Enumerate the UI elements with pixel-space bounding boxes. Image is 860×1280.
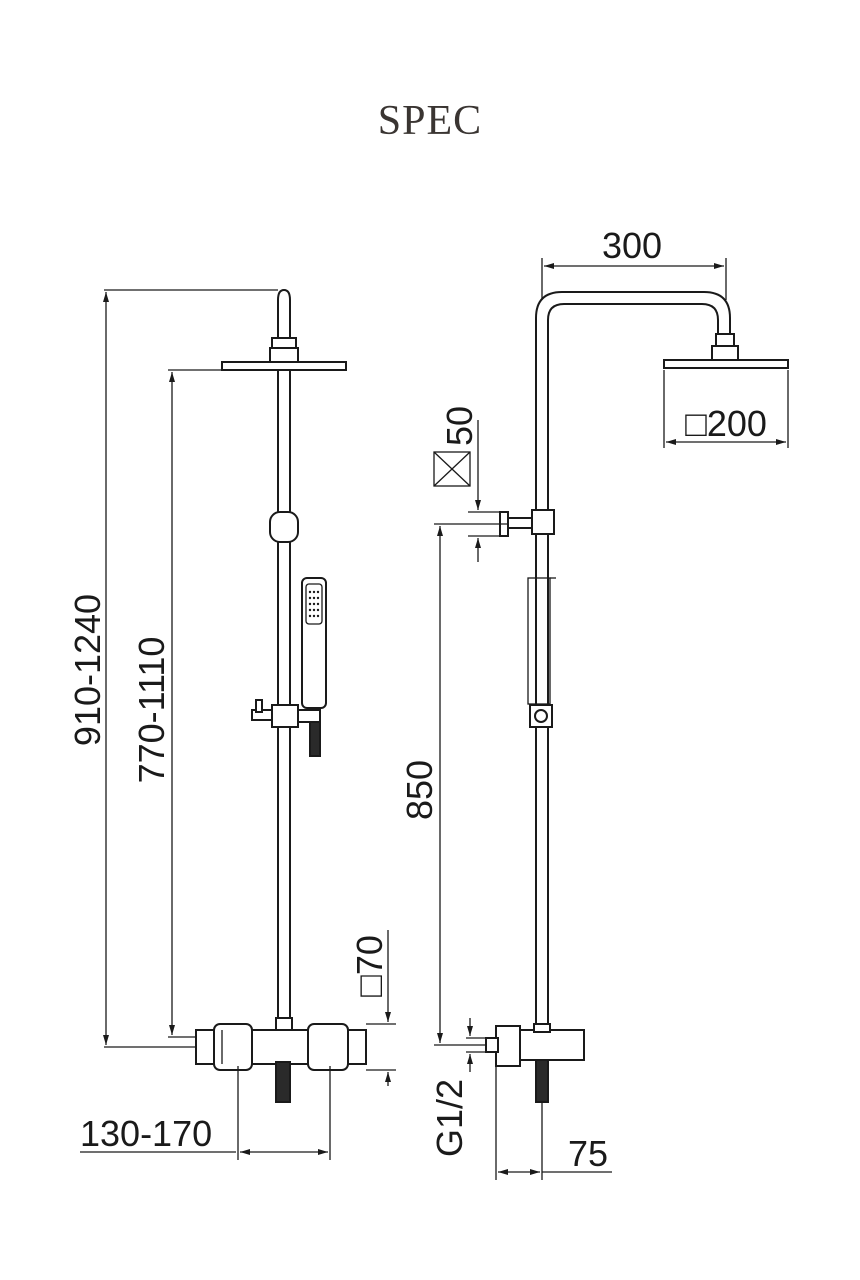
dim-wall-depth: 75 <box>568 1133 608 1174</box>
front-riser-pipe <box>277 288 291 345</box>
dim-inlet-thread: G1/2 <box>429 1079 470 1157</box>
side-mixer-body <box>519 1029 585 1061</box>
page-title: SPEC <box>378 98 482 144</box>
side-bracket-clamp <box>531 509 555 535</box>
front-slide-rail <box>277 369 291 1026</box>
dim-arm-reach: 300 <box>602 225 662 266</box>
dim-head-height: 770-1110 <box>131 637 172 784</box>
side-wall-inlet <box>485 1037 499 1053</box>
side-slide-rail <box>535 511 549 1028</box>
front-slider-pin <box>255 699 263 713</box>
side-riser-arm <box>535 291 731 1025</box>
front-mixer-left-knob <box>213 1023 253 1071</box>
side-head-connector <box>715 333 735 347</box>
front-spray-holes <box>308 590 320 618</box>
front-outlet <box>275 1061 291 1103</box>
side-head-nut <box>711 345 739 361</box>
front-hand-shower <box>301 577 327 709</box>
front-holder-arm <box>297 709 321 723</box>
dim-head-size: □200 <box>685 403 767 444</box>
front-rail-holder <box>269 511 299 543</box>
side-riser-foot <box>533 1023 551 1033</box>
side-riser-arm-inner <box>547 303 719 512</box>
dim-bracket-height: 850 <box>399 760 440 820</box>
bracket-square-symbol <box>433 451 471 487</box>
front-mixer-right-knob <box>307 1023 349 1071</box>
side-bracket-arm <box>507 517 533 529</box>
side-view: 300 □200 50 850 G1/2 75 <box>399 225 789 1180</box>
dim-outlet-spacing: 130-170 <box>80 1113 212 1154</box>
side-outlet <box>535 1059 549 1103</box>
front-slider <box>271 704 299 728</box>
side-shower-head <box>663 359 789 369</box>
front-view: 910-1240 770-1110 □70 130-170 <box>67 288 396 1160</box>
dim-mixer-square: □70 <box>349 935 390 997</box>
dim-total-height: 910-1240 <box>67 594 108 746</box>
side-mixer-eccentric <box>495 1025 521 1067</box>
front-hand-shower-face <box>305 583 323 625</box>
front-head-connector <box>271 337 297 349</box>
dim-wall-bracket: 50 <box>439 406 480 446</box>
side-slider-knob <box>534 709 548 723</box>
front-shower-head <box>221 361 347 371</box>
front-head-nut <box>269 347 299 363</box>
front-hose <box>309 721 321 757</box>
